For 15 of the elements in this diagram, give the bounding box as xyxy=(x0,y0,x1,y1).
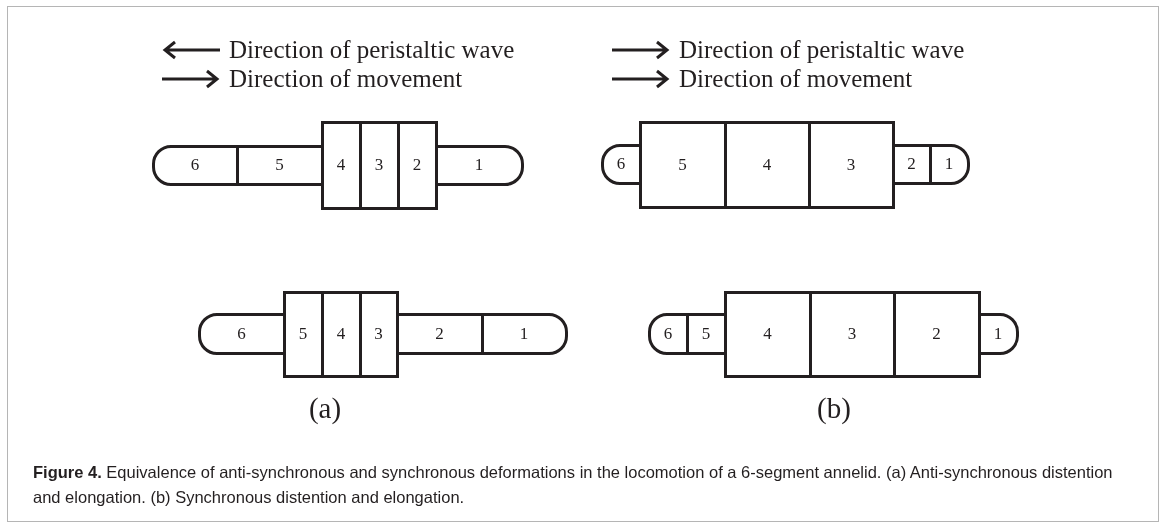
legend-text: Direction of peristaltic wave xyxy=(229,36,515,64)
figure-caption: Figure 4. Equivalence of anti-synchronous and synchronous deformations in the locomotion of a 6-segment annelid. (a) Anti-synchronous distention and elongation. (b) Synchronous distention and elongation. xyxy=(33,462,1114,508)
body-segment: 6 xyxy=(151,144,239,186)
legend-text: Direction of movement xyxy=(679,65,913,93)
body-segment: 6 xyxy=(197,312,286,355)
body-segment: 4 xyxy=(320,120,362,210)
body-segment: 4 xyxy=(723,290,812,378)
body-segment: 6 xyxy=(647,312,689,355)
legend-text: Direction of movement xyxy=(229,65,463,93)
panel-label: (b) xyxy=(817,392,851,425)
body-segment: 5 xyxy=(638,120,727,209)
body-segment: 5 xyxy=(282,290,324,378)
panel-label: (a) xyxy=(308,392,342,425)
legend-text: Direction of peristaltic wave xyxy=(679,36,965,64)
body-segment: 6 xyxy=(600,143,642,185)
